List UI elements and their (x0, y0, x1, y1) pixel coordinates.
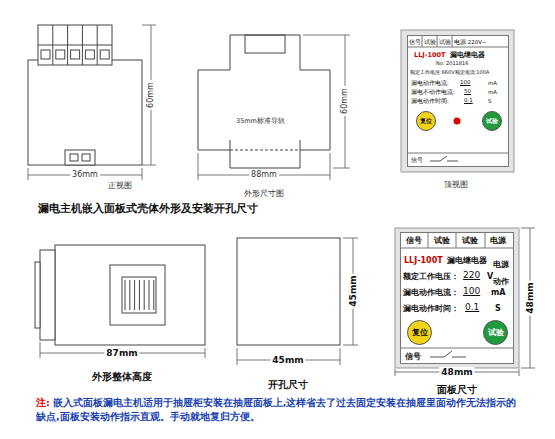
front-view (28, 25, 142, 165)
button-label: 试验 (488, 327, 504, 338)
dimension: 45mm (270, 355, 305, 365)
terminal-screw (71, 50, 80, 59)
reset-button: 复位 (416, 111, 436, 131)
panel-text: 电源 (490, 236, 506, 245)
dimension: 48mm (439, 367, 474, 377)
panel-text: 信号 (409, 39, 421, 45)
panel-text: 额定工作电压:660V额定电流:100A (410, 70, 489, 76)
terminal-screw (56, 50, 65, 59)
panel-text: 信号 (411, 157, 423, 163)
top-view (401, 30, 514, 172)
dimension-lines (198, 35, 350, 180)
panel-text: 漏电动作时间: (411, 98, 449, 104)
button-label: 试验 (486, 117, 498, 126)
panel-text: 220 (463, 270, 480, 280)
panel-text: 电源 220V~ (454, 39, 487, 45)
panel-text: 0.1 (465, 302, 479, 312)
dimension-lines (28, 25, 156, 180)
panel-text: 试验 (439, 39, 451, 45)
dimension-lines (40, 342, 205, 358)
panel-text: 漏电不动作电流: (411, 89, 455, 95)
dimension: 60mm (146, 80, 155, 110)
view-title: 外形尺寸图 (244, 189, 284, 198)
reset-button: 复位 (407, 320, 432, 345)
panel-text: 额定工作电压： (403, 273, 459, 282)
connector-pin (149, 280, 150, 310)
overall-height-view (35, 245, 205, 345)
view-title: 正视图 (108, 181, 132, 190)
panel-text: 50 (464, 88, 471, 94)
view-title: 顶视图 (444, 180, 468, 189)
panel-text: S (488, 98, 492, 104)
panel-text: 100 (460, 79, 471, 85)
dimension: 45mm (348, 273, 358, 308)
panel-text: 漏电动作电流: (411, 80, 449, 86)
dimension-lines (237, 238, 358, 365)
panel-text: S (495, 304, 501, 313)
panel-text: 试验 (462, 236, 478, 245)
dimension: 36mm (70, 170, 100, 179)
test-button: 试验 (483, 320, 508, 345)
terminal-screw (100, 50, 109, 59)
terminal-screw (41, 50, 50, 59)
panel-text: 漏电继电器 (450, 52, 485, 59)
panel-text: 信号 (405, 352, 421, 361)
panel-text: 电源 (493, 260, 509, 269)
note: 注:嵌入式面板漏电主机适用于抽屉柜安装在抽屉面板上,这样省去了过去固定安装在抽屉… (36, 396, 521, 424)
connector-pin (134, 280, 135, 310)
button-label: 复位 (420, 117, 432, 126)
dimension-lines (395, 228, 535, 376)
terminal-screw (85, 50, 94, 59)
panel-text: 试验 (434, 236, 450, 245)
panel-text: mA (488, 80, 497, 86)
panel-text: V (487, 272, 493, 281)
panel-text: 动作 (493, 278, 509, 287)
connector-pin (144, 280, 145, 310)
panel-text: 100 (463, 286, 480, 296)
connector-pin (153, 280, 154, 310)
note-marker: 注: (36, 397, 50, 408)
panel-text: 漏电动作电流： (403, 289, 459, 298)
view-title: 面板尺寸 (437, 384, 477, 396)
note-text: 嵌入式面板漏电主机适用于抽屉柜安装在抽屉面板上,这样省去了过去固定安装在抽屉里面… (36, 397, 516, 422)
panel-text: 漏电动作时间： (403, 305, 459, 314)
face-panel-frame (395, 228, 519, 368)
face-panel: 信号试验试验电源LLJ-100T漏电继电器电源额定工作电压：220V动作漏电动作… (400, 232, 514, 364)
button-label: 复位 (412, 327, 428, 338)
panel-text: 信号 (406, 236, 422, 245)
top-view-panel: 信号试验试验电源 220V~LLJ-100T漏电继电器No: 2011816额定… (407, 35, 509, 167)
dimension: 88mm (249, 170, 279, 179)
dimension: 48mm (525, 280, 535, 315)
panel-text: mA (488, 89, 497, 95)
connector-pin (125, 280, 126, 310)
panel-text: 0.1 (464, 97, 473, 103)
part-name: 35mm标准导轨 (236, 118, 285, 125)
dimension: 87mm (104, 348, 139, 358)
view-title: 外形整体高度 (92, 371, 152, 383)
panel-text: No: 2011816 (436, 61, 468, 67)
dimension: 60mm (340, 86, 349, 116)
connector-pin (129, 280, 130, 310)
cutout-outline (237, 238, 340, 345)
panel-text: LLJ-100T (404, 256, 443, 265)
panel-text: LLJ-100T (414, 52, 445, 59)
drawing-title: 漏电主机嵌入面板式壳体外形及安装开孔尺寸 (38, 203, 258, 216)
test-button: 试验 (482, 111, 502, 131)
panel-text: mA (491, 288, 506, 297)
connector-pin (139, 280, 140, 310)
view-title: 开孔尺寸 (268, 379, 308, 391)
panel-text: 试验 (424, 39, 436, 45)
side-outline-view (198, 35, 330, 168)
panel-text: 漏电继电器 (447, 256, 487, 265)
